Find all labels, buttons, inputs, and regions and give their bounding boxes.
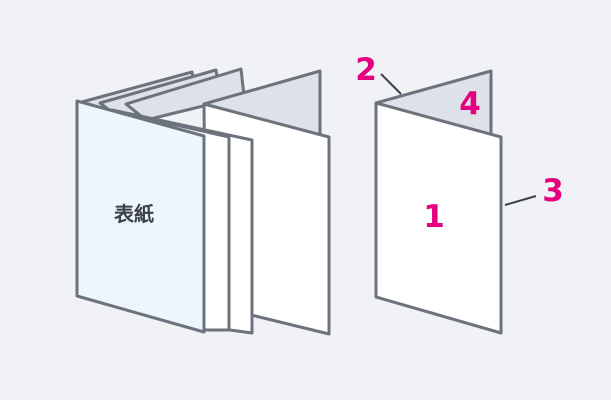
page-number-3: 3 — [542, 173, 564, 209]
page-number-1: 1 — [423, 199, 445, 235]
front-page-panel — [374, 101, 503, 335]
page-number-2: 2 — [355, 52, 377, 88]
cover-panel — [75, 99, 206, 334]
leader-line-page-3 — [504, 195, 537, 206]
leader-line-page-2 — [380, 73, 402, 95]
right-folded-leaflet: 4 1 2 3 — [355, 52, 564, 335]
cover-label: 表紙 — [114, 202, 154, 226]
left-folded-booklet: 表紙 — [75, 67, 331, 336]
page-number-4: 4 — [459, 86, 481, 122]
